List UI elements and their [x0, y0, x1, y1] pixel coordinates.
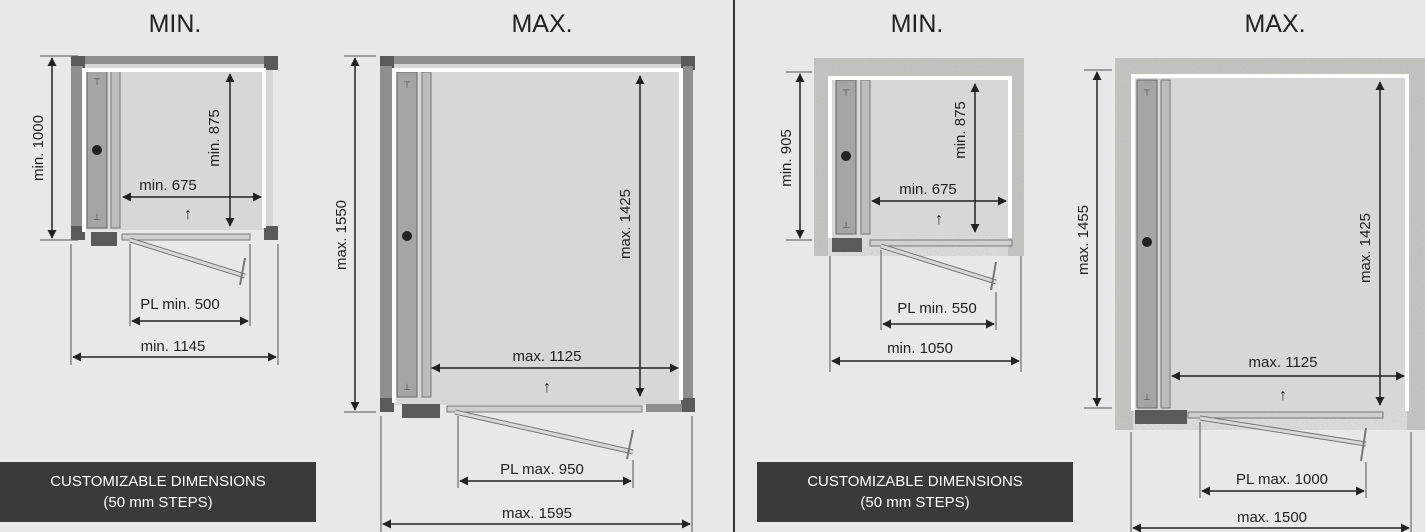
- right-min-inner-width-label: min. 675: [899, 181, 957, 198]
- badge-line2: (50 mm STEPS): [860, 494, 969, 511]
- door-panel: [869, 239, 1013, 247]
- svg-text:⊤: ⊤: [1143, 88, 1151, 98]
- entry-arrow-icon: ↑: [1279, 387, 1287, 404]
- left-max-inner-depth-label: max. 1425: [617, 189, 634, 259]
- svg-text:⊤: ⊤: [842, 88, 850, 98]
- right-max-heading: MAX.: [1244, 10, 1305, 38]
- button-icon: [92, 145, 102, 155]
- left-min-inner-depth-label: min. 875: [206, 109, 223, 167]
- right-min-heading: MIN.: [891, 10, 944, 38]
- floor: [830, 80, 1008, 236]
- left-max-inner-width-label: max. 1125: [513, 348, 582, 365]
- right-max-depth-label: max. 1455: [1075, 205, 1092, 275]
- badge-background: [757, 462, 1073, 522]
- right-min-depth-label: min. 905: [778, 129, 795, 187]
- badge-line1: CUSTOMIZABLE DIMENSIONS: [807, 473, 1023, 490]
- svg-text:⊤: ⊤: [93, 77, 101, 87]
- right-max-plan: MAX. ⊤ ⊥ max. 1455 max. 1425 max. 1125 ↑…: [1075, 10, 1425, 532]
- right-max-inner-depth-label: max. 1425: [1357, 213, 1374, 283]
- left-max-depth-label: max. 1550: [333, 200, 350, 270]
- right-min-width-label: min. 1050: [887, 340, 953, 357]
- left-min-plan: MIN. ⊤ ⊥ min. 1000 min. 875 min. 675 ↑: [30, 10, 279, 365]
- right-max-door-label: PL max. 1000: [1236, 471, 1328, 488]
- right-min-door-label: PL min. 550: [897, 300, 977, 317]
- badge-line1: CUSTOMIZABLE DIMENSIONS: [50, 473, 266, 490]
- right-max-inner-width-label: max. 1125: [1249, 354, 1318, 371]
- right-min-plan: MIN. ⊤ ⊥ min. 905 min. 875 min. 675 ↑ PL…: [778, 10, 1024, 372]
- entry-arrow-icon: ↑: [184, 206, 192, 223]
- floor: [1135, 78, 1407, 410]
- door-panel: [121, 233, 251, 241]
- button-icon: [841, 151, 851, 161]
- entry-arrow-icon: ↑: [543, 379, 551, 396]
- right-customizable-badge: CUSTOMIZABLE DIMENSIONS (50 mm STEPS): [757, 462, 1073, 522]
- right-max-width-label: max. 1500: [1237, 509, 1307, 526]
- svg-text:⊥: ⊥: [1143, 392, 1151, 402]
- right-min-inner-depth-label: min. 875: [952, 101, 969, 159]
- left-min-heading: MIN.: [149, 10, 202, 38]
- svg-text:⊤: ⊤: [403, 80, 411, 90]
- door-panel: [1187, 411, 1384, 419]
- button-icon: [1142, 237, 1152, 247]
- badge-line2: (50 mm STEPS): [103, 494, 212, 511]
- left-max-door-label: PL max. 950: [500, 461, 584, 478]
- svg-text:⊥: ⊥: [403, 382, 411, 392]
- left-max-plan: MAX. ⊤ ⊥ max. 1550 max. 1425 max. 1125 ↑: [333, 10, 695, 532]
- entry-arrow-icon: ↑: [935, 211, 943, 228]
- badge-background: [0, 462, 316, 522]
- left-min-inner-width-label: min. 675: [139, 177, 197, 194]
- left-min-width-label: min. 1145: [141, 338, 206, 355]
- left-min-depth-label: min. 1000: [30, 115, 47, 181]
- svg-text:⊥: ⊥: [93, 212, 101, 222]
- button-icon: [402, 231, 412, 241]
- left-min-door-label: PL min. 500: [140, 296, 220, 313]
- left-customizable-badge: CUSTOMIZABLE DIMENSIONS (50 mm STEPS): [0, 462, 316, 522]
- left-max-width-label: max. 1595: [502, 505, 572, 522]
- svg-text:⊥: ⊥: [842, 220, 850, 230]
- door-panel: [446, 405, 643, 413]
- left-max-heading: MAX.: [511, 10, 572, 38]
